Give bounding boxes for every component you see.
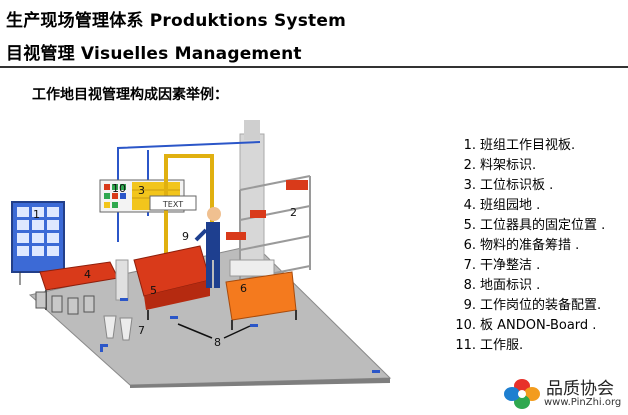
scene-label: 10: [112, 182, 126, 195]
scene-label: 2: [290, 206, 297, 219]
logo-name: 品质协会: [546, 379, 614, 399]
pedestal: [115, 259, 129, 301]
list-number: 6.: [463, 238, 476, 253]
logo-url: www.PinZhi.org: [544, 397, 622, 408]
list-number: 7.: [463, 258, 476, 273]
scene-label: 7: [138, 324, 145, 337]
title-line-1: 生产现场管理体系 Produktions System: [6, 11, 347, 31]
list-number: 3.: [463, 178, 476, 193]
list-text: 物料的准备筹措 .: [480, 238, 580, 253]
list-item: 4. 班组园地 .: [454, 196, 605, 216]
scene-label: 1: [33, 208, 40, 221]
list-number: 2.: [463, 158, 476, 173]
worker-head: [207, 207, 221, 221]
list-text: 班组工作目视板.: [480, 138, 576, 153]
list-text: 料架标识.: [480, 158, 537, 173]
list-item: 8. 地面标识 .: [454, 276, 605, 296]
elements-list: 1. 班组工作目视板. 2. 料架标识. 3. 工位标识板 . 4. 班组园地 . 5.…: [454, 136, 605, 356]
pinzhi-logo-icon: [504, 379, 540, 409]
list-number: 4.: [463, 198, 476, 213]
list-number: 8.: [463, 278, 476, 293]
scene-label: 9: [182, 230, 189, 243]
marker-arrow-left: [177, 323, 213, 339]
list-number: 9.: [463, 298, 476, 313]
list-item: 9. 工作岗位的装备配置.: [454, 296, 605, 316]
section-subtitle: 工作地目视管理构成因素举例：: [32, 87, 228, 103]
station-sign: [149, 195, 197, 211]
list-number: 5.: [463, 218, 476, 233]
list-text: 工作服.: [480, 338, 524, 353]
list-item: 10. 板 ANDON-Board .: [454, 316, 605, 336]
scene-label: 4: [84, 268, 91, 281]
header-divider: [0, 66, 628, 68]
list-number: 10.: [455, 318, 476, 333]
scene-label: 5: [150, 284, 157, 297]
list-item: 6. 物料的准备筹措 .: [454, 236, 605, 256]
floor-edge: [130, 378, 390, 388]
workplace-illustration: TEXT 1 2 3 4 5 6: [11, 120, 392, 388]
logo-petals: [504, 379, 540, 409]
pillar-top: [244, 120, 260, 140]
list-text: 地面标识 .: [480, 278, 541, 293]
material-cart-top: [229, 259, 275, 277]
worker-body: [206, 222, 220, 260]
title-line-2: 目视管理 Visuelles Management: [6, 44, 302, 64]
floor-markings: [100, 298, 380, 373]
list-text: 工位器具的固定位置 .: [480, 218, 606, 233]
wall-column: [239, 133, 265, 275]
scene-label: 3: [138, 184, 145, 197]
list-number: 11.: [455, 338, 476, 353]
list-item: 7. 干净整洁 .: [454, 256, 605, 276]
list-item: 2. 料架标识.: [454, 156, 605, 176]
list-text: 工位标识板 .: [480, 178, 554, 193]
list-text: 班组园地 .: [480, 198, 541, 213]
list-item: 3. 工位标识板 .: [454, 176, 605, 196]
scene-label: 8: [214, 336, 221, 349]
list-item: 11. 工作服.: [454, 336, 605, 356]
list-text: 工作岗位的装备配置.: [480, 298, 602, 313]
station-sign-text: TEXT: [162, 200, 183, 209]
station-frame: [164, 154, 214, 268]
scene-label: 6: [240, 282, 247, 295]
list-item: 5. 工位器具的固定位置 .: [454, 216, 606, 236]
marker-arrow-right: [223, 325, 251, 339]
list-item: 1. 班组工作目视板.: [454, 136, 605, 156]
list-text: 板 ANDON-Board .: [480, 318, 597, 333]
list-number: 1.: [463, 138, 476, 153]
list-text: 干净整洁 .: [480, 258, 541, 273]
